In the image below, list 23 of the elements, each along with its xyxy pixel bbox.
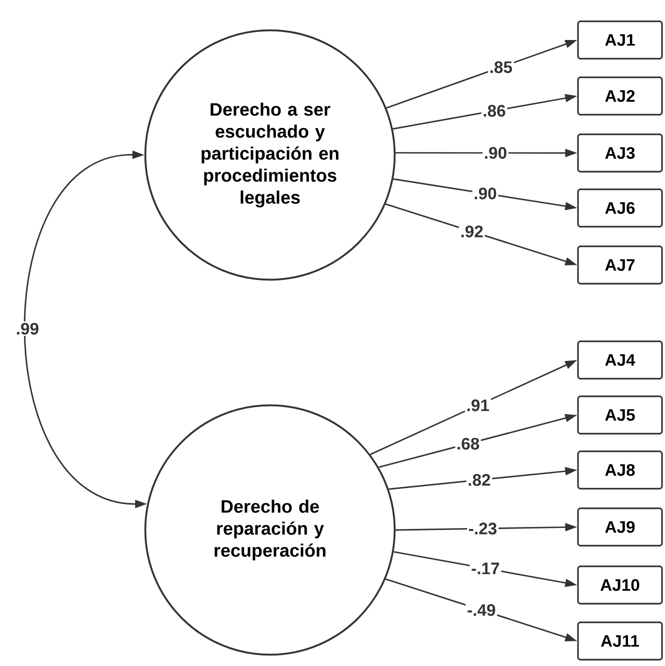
indicator-box: AJ3 — [577, 134, 663, 172]
indicator-box: AJ4 — [577, 340, 663, 380]
indicator-box: AJ2 — [577, 76, 663, 116]
indicator-box: AJ5 — [577, 396, 663, 434]
edge-label: -.17 — [470, 561, 502, 576]
indicator-box: AJ8 — [577, 450, 663, 490]
edge-label: .82 — [466, 472, 492, 488]
edge-label: .86 — [481, 104, 508, 118]
indicator-box: AJ1 — [577, 20, 663, 60]
indicator-box: AJ9 — [577, 508, 663, 546]
indicator-box: AJ7 — [577, 246, 663, 284]
edge-label: .91 — [464, 398, 491, 413]
edge-label: .92 — [458, 224, 485, 239]
indicator-box: AJ6 — [577, 188, 663, 228]
edge-label: .90 — [482, 146, 508, 160]
edge-label: -.49 — [466, 602, 498, 618]
edge-label: .99 — [14, 322, 40, 336]
indicator-box: AJ11 — [577, 622, 663, 660]
edge-label: .85 — [488, 60, 514, 74]
edge-label: .68 — [455, 436, 481, 451]
edge-label: -.23 — [467, 521, 498, 536]
edge-label: .90 — [472, 186, 498, 201]
indicator-box: AJ10 — [577, 566, 663, 604]
